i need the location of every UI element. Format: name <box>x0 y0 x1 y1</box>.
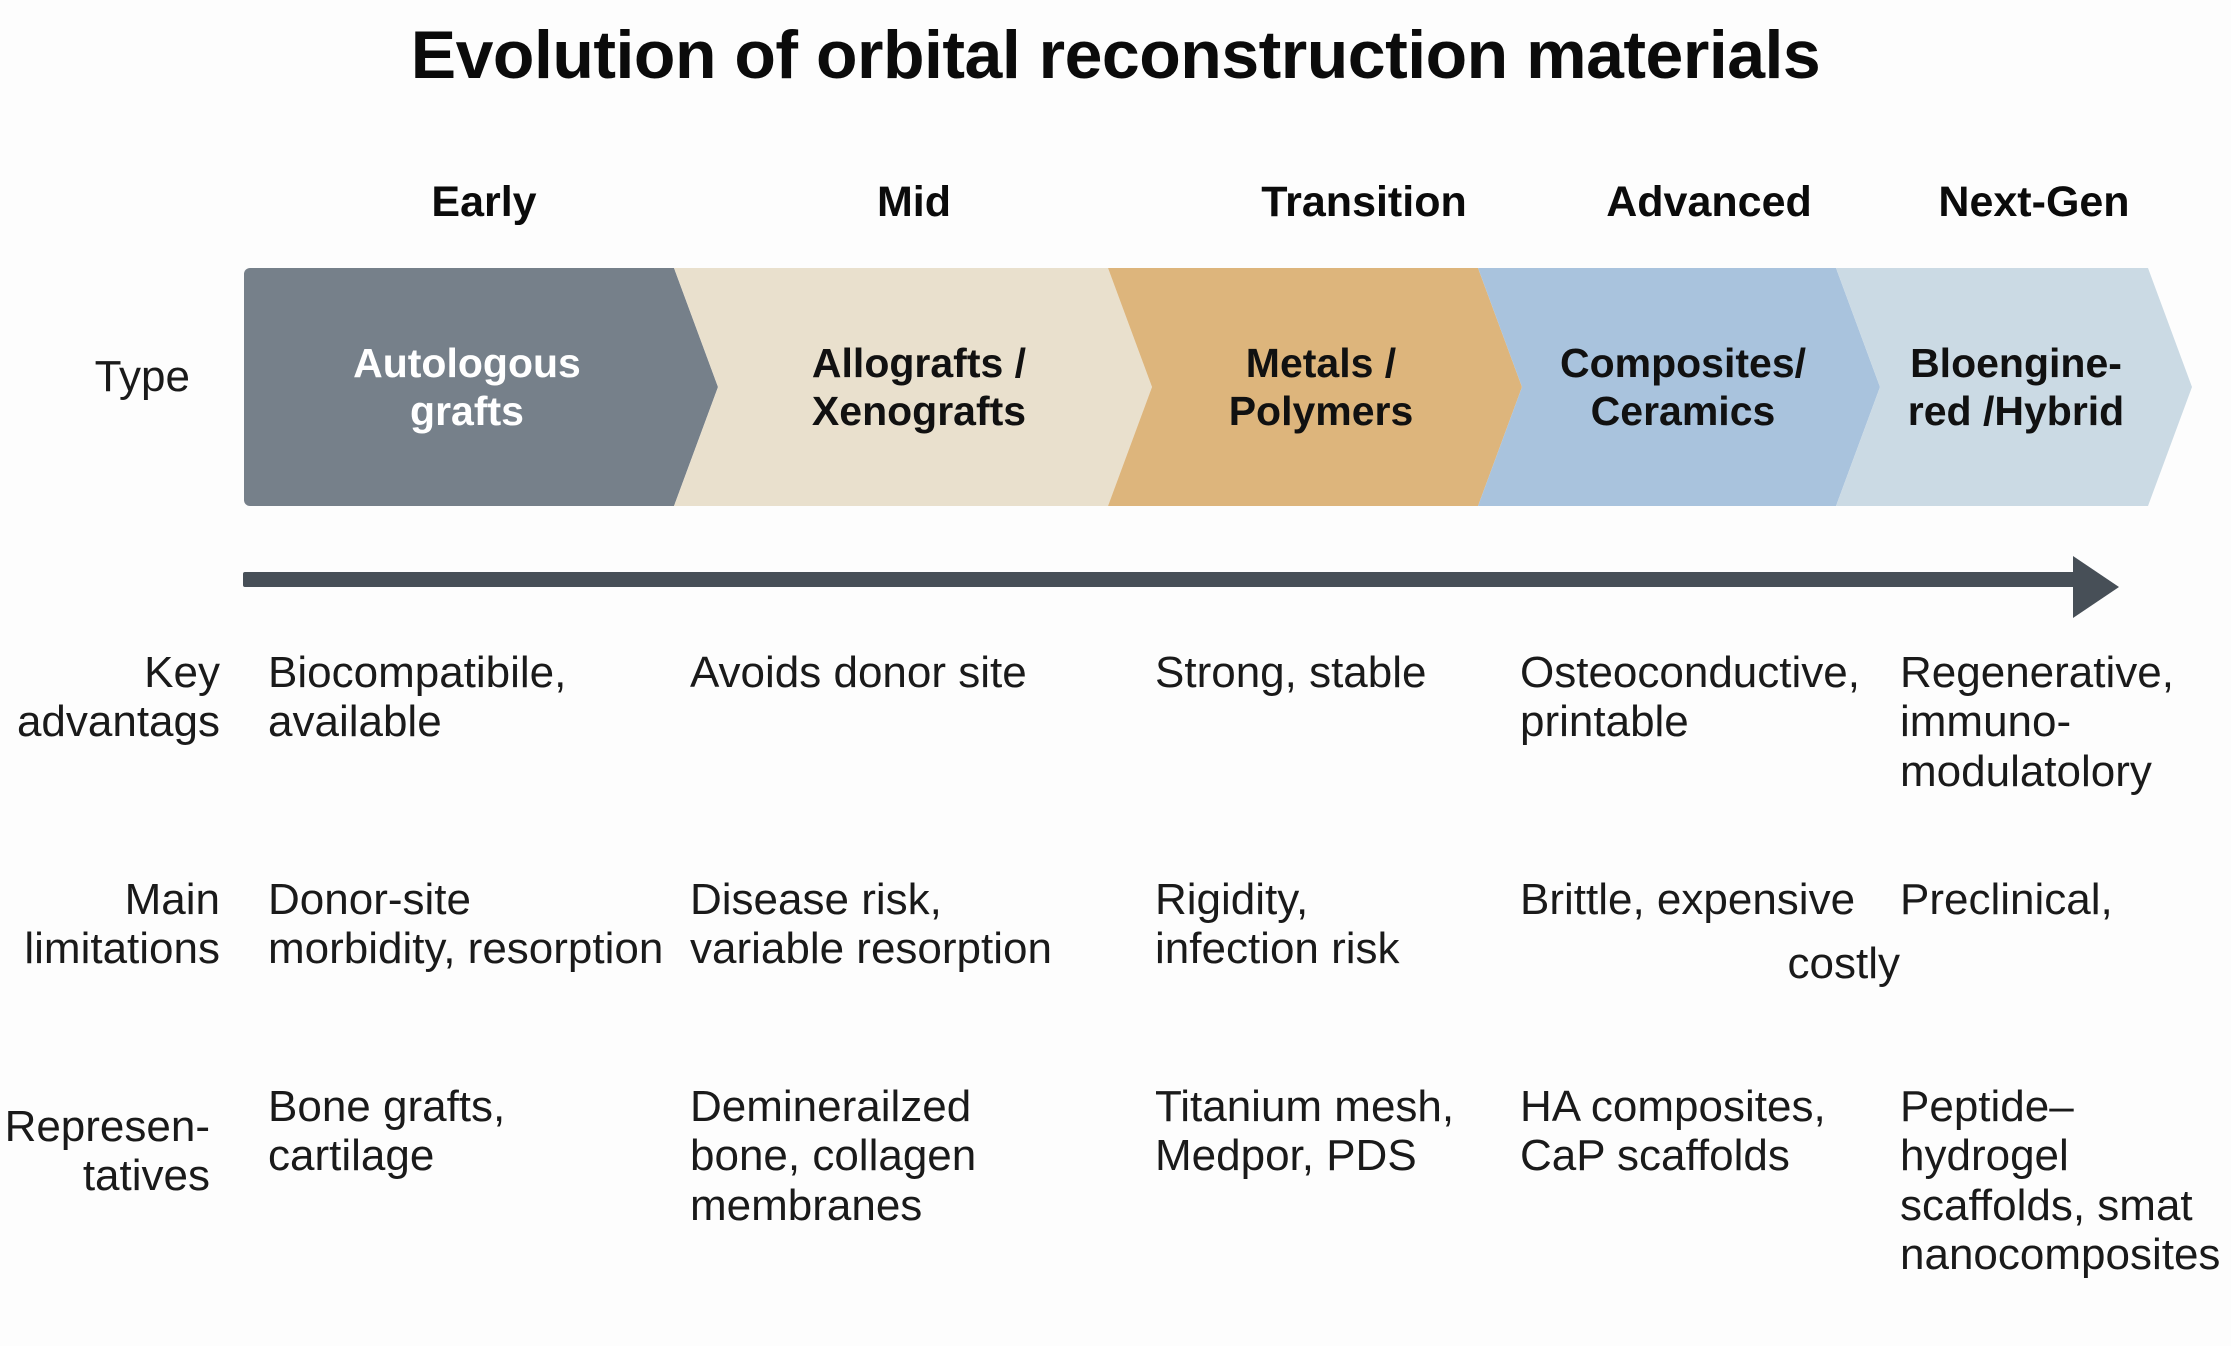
row-label-representatives: Represen- tatives <box>4 1102 210 1201</box>
cell-representatives-transition: Titanium mesh, Medpor, PDS <box>1155 1082 1455 1181</box>
cell-representatives-nextgen: Peptide– hydrogel scaffolds, smat nanoco… <box>1900 1082 2221 1279</box>
stage-header-nextgen: Next-Gen <box>1938 178 2130 226</box>
timeline-arrow-head-icon <box>2073 556 2119 618</box>
chevron-stage-nextgen[interactable]: Bloengine- red /Hybrid <box>1836 268 2192 506</box>
chevron-label-nextgen: Bloengine- red /Hybrid <box>1907 339 2125 434</box>
cell-advantages-advanced: Osteoconductive, printable <box>1520 648 1860 747</box>
chevron-label-early: Autologous grafts <box>353 339 581 434</box>
row-label-type: Type <box>94 352 190 401</box>
cell-advantages-transition: Strong, stable <box>1155 648 1427 697</box>
cell-limitations-nextgen-second-line: costly <box>1787 939 1900 988</box>
cell-representatives-early: Bone grafts, cartilage <box>268 1082 506 1181</box>
stage-header-advanced: Advanced <box>1606 178 1812 226</box>
stage-header-early: Early <box>431 178 537 226</box>
chevron-stage-transition[interactable]: Metals / Polymers <box>1108 268 1522 506</box>
cell-representatives-advanced: HA composites, CaP scaffolds <box>1520 1082 1826 1181</box>
stage-header-mid: Mid <box>876 178 952 226</box>
cell-limitations-early: Donor-site morbidity, resorption <box>268 875 664 974</box>
chevron-label-transition: Metals / Polymers <box>1228 339 1414 434</box>
figure-title: Evolution of orbital reconstruction mate… <box>410 17 1821 93</box>
cell-representatives-mid: Deminerailzed bone, collagen membranes <box>690 1082 977 1230</box>
chevron-stage-early[interactable]: Autologous grafts <box>244 268 718 506</box>
chevron-stage-mid[interactable]: Allografts / Xenografts <box>674 268 1152 506</box>
chevron-stage-advanced[interactable]: Composites/ Ceramics <box>1478 268 1880 506</box>
row-label-key-advantages: Key advantags <box>16 648 220 747</box>
cell-advantages-mid: Avoids donor site <box>690 648 1027 697</box>
cell-limitations-nextgen: Preclinical, <box>1900 875 2113 924</box>
stage-header-row: Early Mid Transition Advanced Next-Gen <box>244 178 2192 238</box>
material-evolution-band: Autologous grafts Allografts / Xenograft… <box>244 268 2192 506</box>
cell-limitations-transition: Rigidity, infection risk <box>1155 875 1400 974</box>
cell-limitations-mid: Disease risk, variable resorption <box>690 875 1052 974</box>
timeline-arrow-line <box>243 572 2091 587</box>
timeline-arrow <box>243 556 2143 618</box>
cell-advantages-nextgen: Regenerative, immuno- modulatolory <box>1900 648 2174 796</box>
cell-advantages-early: Biocompatibile, available <box>268 648 567 747</box>
stage-header-transition: Transition <box>1261 178 1467 226</box>
cell-limitations-advanced: Brittle, expensive <box>1520 875 1856 924</box>
chevron-label-mid: Allografts / Xenografts <box>811 339 1027 434</box>
chevron-label-advanced: Composites/ Ceramics <box>1559 339 1807 434</box>
row-label-main-limitations: Main limitations <box>24 875 220 974</box>
